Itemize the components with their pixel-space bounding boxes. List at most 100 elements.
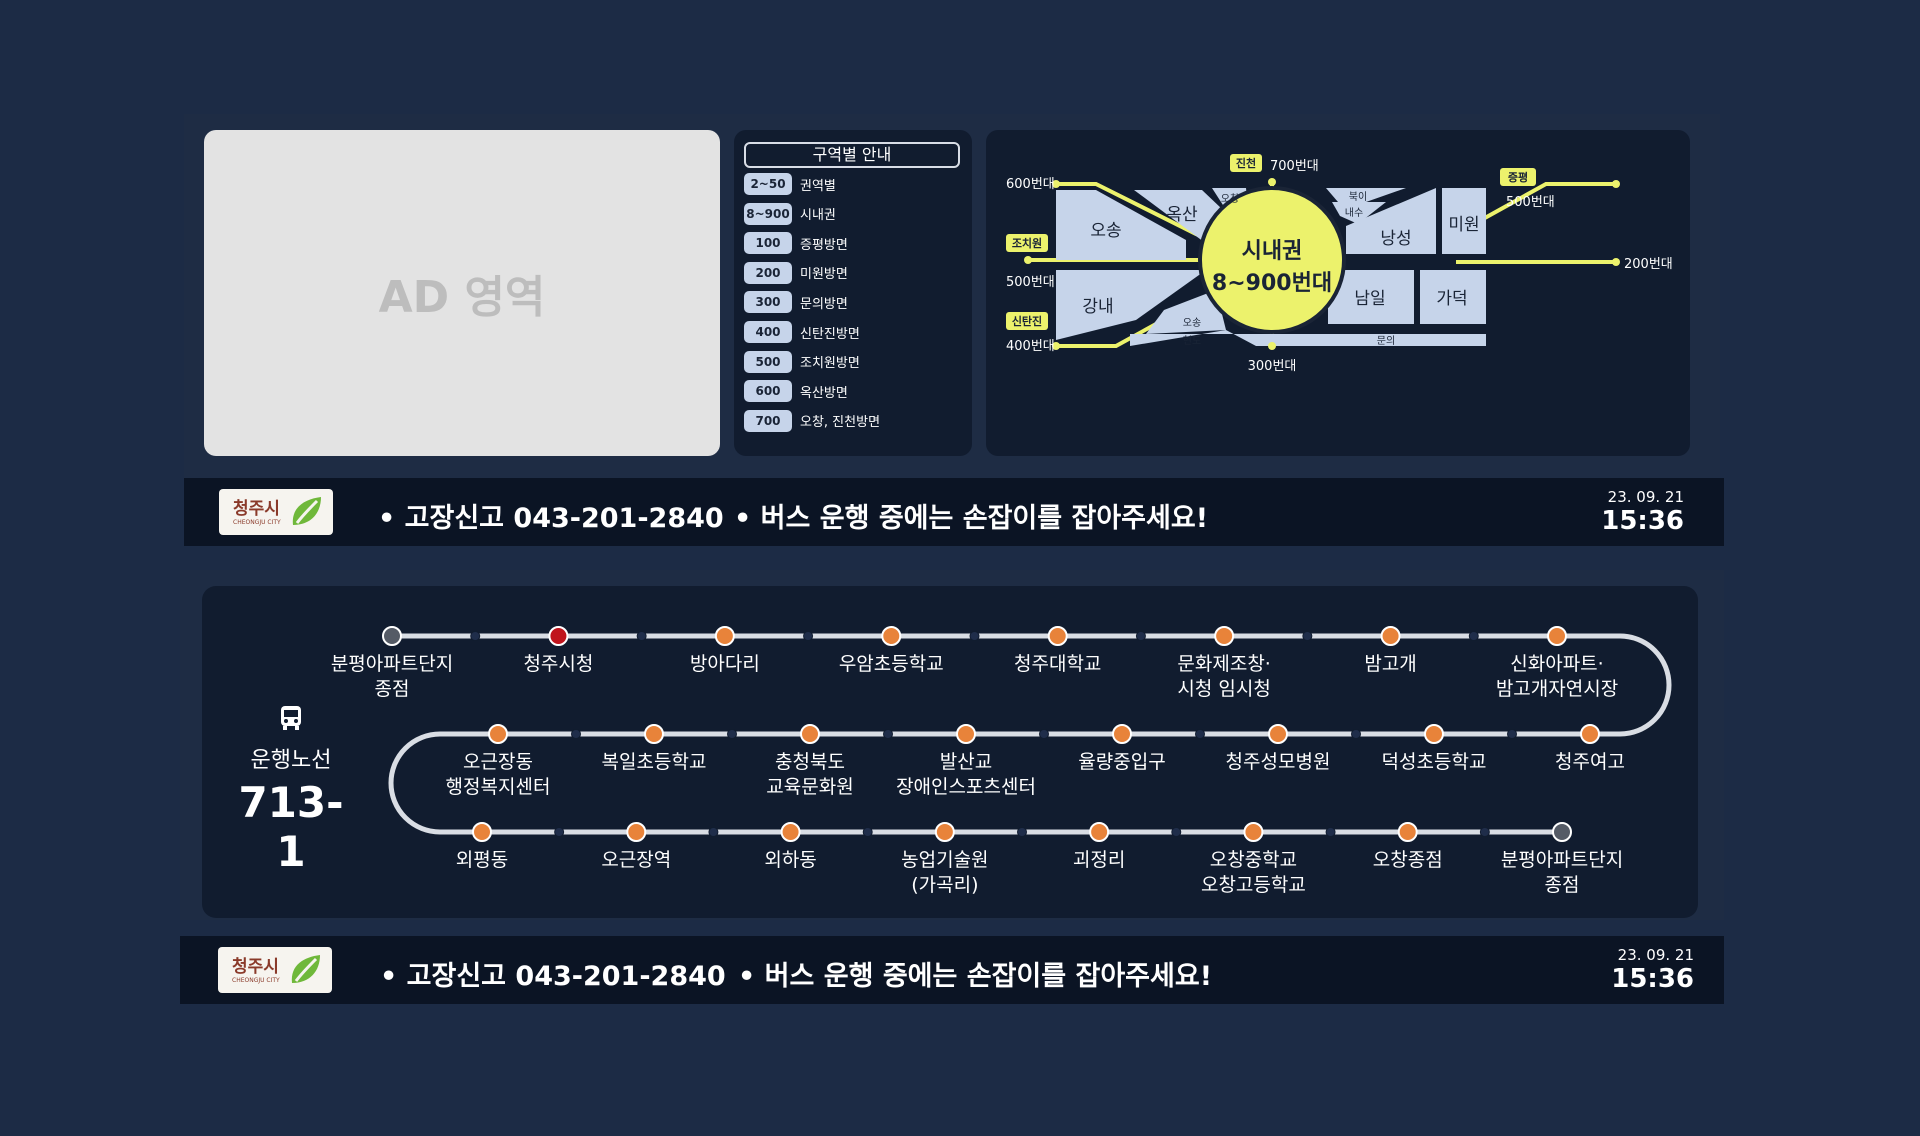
stop-name: (가곡리) — [911, 874, 978, 896]
route-minor-dot — [727, 729, 737, 739]
map-small-osong: 오송 — [1183, 317, 1201, 329]
leaf-logo-icon — [291, 955, 320, 983]
stop-name: 율량중입구 — [1078, 751, 1165, 773]
map-small-bugi: 북이 — [1349, 191, 1367, 203]
route-stop-marker — [1243, 822, 1264, 842]
stop-name: 방아다리 — [690, 653, 760, 675]
map-area-namil: 남일 — [1354, 289, 1385, 309]
zone-code-badge: 100 — [744, 232, 792, 255]
cheongju-logo: 청주시 CHEONGJU CITY — [218, 947, 332, 993]
zone-name: 신탄진방면 — [800, 326, 860, 342]
stop-name: 오근장동 — [463, 751, 533, 773]
zone-guide-title: 구역별 안내 — [744, 142, 960, 168]
zone-name: 증평방면 — [800, 237, 848, 253]
route-stop-marker — [472, 822, 492, 842]
route-stop-marker — [1424, 724, 1444, 744]
route-stop-marker — [1089, 822, 1110, 842]
route-minor-dot — [636, 631, 647, 641]
map-tag-sintanjin: 신탄진 — [1012, 314, 1042, 328]
stop-name: 오창중학교 — [1210, 849, 1297, 871]
route-stop-marker — [1397, 822, 1418, 842]
route-stop-marker — [934, 822, 955, 842]
zone-code-badge: 200 — [744, 261, 792, 284]
zone-name: 미원방면 — [800, 267, 848, 283]
zone-code-badge: 700 — [744, 409, 792, 432]
route-stop-marker — [1580, 724, 1600, 744]
map-area-gangnae: 강내 — [1082, 297, 1113, 317]
city-center-circle — [1198, 186, 1346, 334]
stop-name: 밤고개 — [1364, 653, 1416, 675]
route-minor-dot — [862, 827, 873, 837]
route-stop-marker — [626, 822, 647, 842]
stop-name: 농업기술원 — [901, 849, 988, 871]
ticker-bar-top: 청주시 CHEONGJU CITY • 고장신고 043-201-2840 • … — [184, 478, 1724, 546]
map-area-gadeok: 가덕 — [1436, 289, 1467, 309]
zone-code-badge: 300 — [744, 291, 792, 314]
stop-name: 외평동 — [456, 849, 508, 871]
route-stop-marker — [382, 626, 402, 646]
map-tag-jeungpyeong: 증평 — [1508, 170, 1528, 184]
logo-text: 청주시 — [232, 957, 279, 977]
route-stop-marker — [1268, 724, 1288, 744]
stop-name: 복일초등학교 — [602, 751, 707, 773]
city-center-title: 시내권 — [1242, 239, 1303, 264]
route-minor-dot — [1507, 729, 1517, 739]
map-small-hyeondo: 현도 — [1183, 335, 1201, 347]
route-stop-marker — [1112, 724, 1132, 744]
zone-code-badge: 500 — [744, 350, 792, 373]
stop-name: 오창종점 — [1373, 849, 1443, 871]
route-stop-marker — [548, 626, 569, 646]
route-minor-dot — [708, 827, 719, 837]
route-stop-marker — [644, 724, 664, 744]
route-stop-marker — [1047, 626, 1068, 646]
ticker-time: 15:36 — [1611, 964, 1694, 994]
ad-label: AD 영역 — [378, 272, 546, 323]
route-minor-dot — [1325, 827, 1336, 837]
stop-name: 청주시청 — [523, 653, 593, 675]
route-track — [388, 633, 1672, 835]
map-tag-jincheon: 진천 — [1236, 156, 1256, 170]
stop-name: 신화아파트· — [1510, 653, 1603, 675]
map-areas — [1056, 188, 1486, 346]
ticker-date: 23. 09. 21 — [1607, 488, 1684, 506]
route-stop-marker — [1552, 822, 1572, 842]
stop-name: 덕성초등학교 — [1382, 751, 1487, 773]
zone-name: 조치원방면 — [800, 356, 860, 372]
logo-subtext: CHEONGJU CITY — [232, 977, 280, 984]
zone-name: 문의방면 — [800, 296, 848, 312]
stop-name: 분평아파트단지 — [331, 653, 453, 675]
stop-name: 교육문화원 — [766, 776, 853, 798]
stop-name: 청주성모병원 — [1226, 751, 1331, 773]
bus-icon — [281, 706, 301, 730]
stop-name: 종점 — [375, 678, 410, 700]
map-area-nangseong: 낭성 — [1380, 229, 1411, 249]
route-minor-dot — [803, 631, 814, 641]
route-title: 운행노선 — [250, 748, 332, 773]
map-label-300: 300번대 — [1248, 359, 1297, 374]
ticker-message-safety: • 버스 운행 중에는 손잡이를 잡아주세요! — [738, 961, 1213, 992]
zone-code-badge: 2~50 — [744, 173, 792, 195]
stop-name: 장애인스포츠센터 — [896, 776, 1036, 798]
route-stop-marker — [1214, 626, 1235, 646]
route-stop-marker — [956, 724, 976, 744]
zone-item: 100 증평방면 — [744, 231, 848, 255]
zone-code-badge: 400 — [744, 321, 792, 343]
map-area-miwon: 미원 — [1448, 215, 1479, 235]
zone-item: 400 신탄진방면 — [744, 320, 860, 344]
stop-name: 시청 임시청 — [1177, 678, 1270, 700]
map-label-400: 400번대 — [1006, 339, 1055, 354]
route-stop-marker — [1380, 626, 1401, 646]
route-stop-marker — [488, 724, 508, 744]
route-minor-dot — [1039, 729, 1049, 739]
map-area-oksan: 옥산 — [1166, 205, 1198, 225]
ticker-time: 15:36 — [1601, 506, 1684, 536]
map-label-500-left: 500번대 — [1006, 275, 1055, 290]
zone-item: 200 미원방면 — [744, 261, 848, 285]
stop-name: 밤고개자연시장 — [1496, 678, 1618, 700]
map-small-ochang: 오창 — [1221, 193, 1239, 205]
